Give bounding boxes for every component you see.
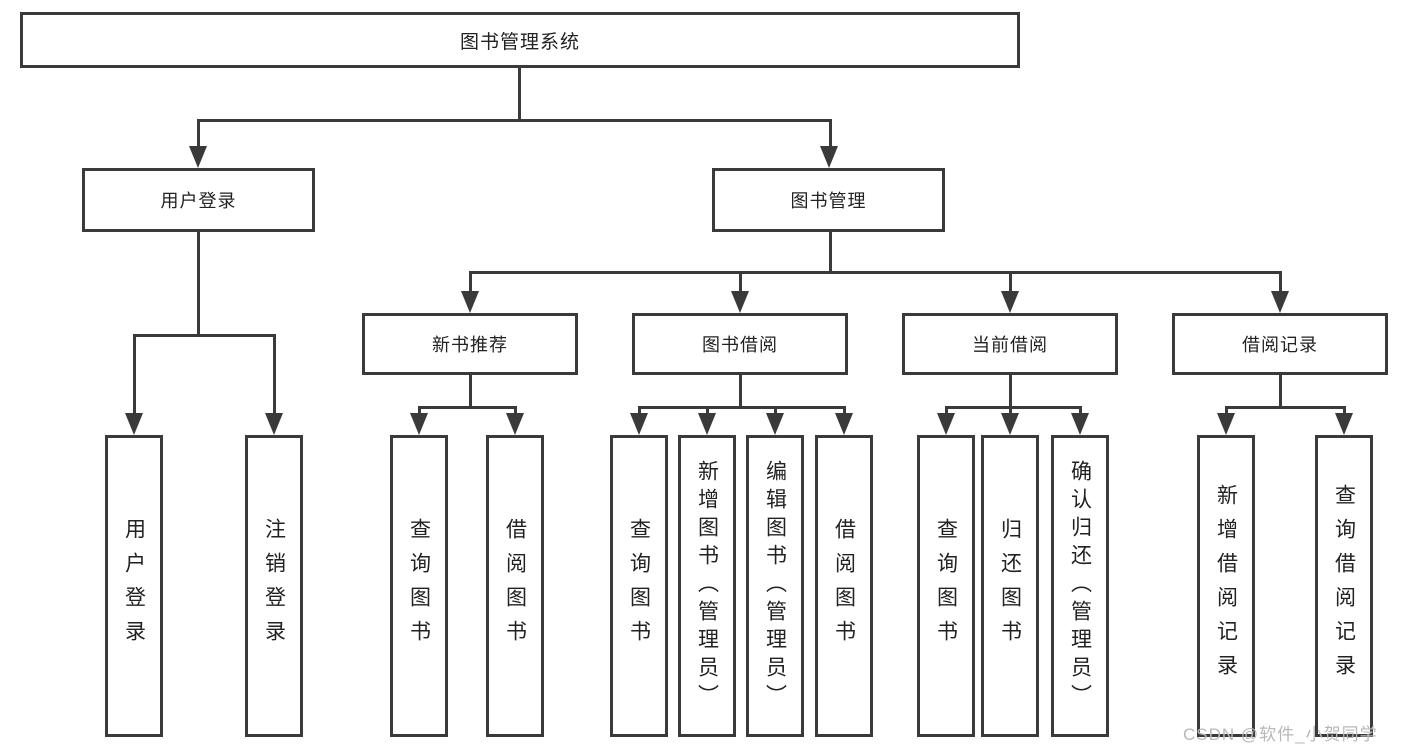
arrow-down-icon — [820, 146, 838, 168]
watermark-text: CSDN @软件_小贺同学 — [1183, 725, 1378, 744]
node-new-book-recommend-label: 新书推荐 — [432, 335, 508, 355]
node-book-management-label: 图书管理 — [790, 191, 867, 211]
arrow-down-icon — [766, 413, 784, 435]
arrow-down-icon — [265, 413, 283, 435]
leaf-logout-label: 注销登录 — [262, 518, 286, 654]
leaf-return-books: 归还图书 — [981, 435, 1039, 737]
arrow-down-icon — [937, 413, 955, 435]
connector-segment — [706, 406, 709, 416]
leaf-borrow-books-borrow-label: 借阅图书 — [832, 518, 856, 654]
connector-segment — [469, 375, 472, 409]
arrow-down-icon — [1001, 413, 1019, 435]
connector-segment — [418, 406, 421, 416]
connector-segment — [945, 406, 948, 416]
leaf-add-borrow-record-label: 新增借阅记录 — [1214, 484, 1238, 688]
connector-segment — [739, 375, 742, 409]
leaf-query-books-recommend: 查询图书 — [390, 435, 448, 737]
node-book-borrow: 图书借阅 — [632, 313, 848, 375]
connector-segment — [1343, 406, 1346, 416]
connector-segment — [273, 334, 276, 416]
connector-segment — [638, 406, 846, 409]
leaf-user-login: 用户登录 — [105, 435, 163, 737]
node-book-management: 图书管理 — [712, 168, 945, 232]
leaf-query-borrow-record: 查询借阅记录 — [1315, 435, 1373, 737]
connector-segment — [945, 406, 1082, 409]
connector-segment — [638, 406, 641, 416]
arrow-down-icon — [630, 413, 648, 435]
node-current-borrow: 当前借阅 — [902, 313, 1118, 375]
leaf-confirm-return-admin: 确认归还（管理员） — [1051, 435, 1109, 737]
connector-segment — [1079, 406, 1082, 416]
leaf-query-books-borrow-label: 查询图书 — [627, 518, 651, 654]
leaf-return-books-label: 归还图书 — [998, 518, 1022, 654]
arrow-down-icon — [731, 291, 749, 313]
connector-segment — [197, 119, 832, 122]
arrow-down-icon — [1001, 291, 1019, 313]
leaf-add-books-admin: 新增图书（管理员） — [678, 435, 736, 737]
leaf-edit-books-admin: 编辑图书（管理员） — [746, 435, 804, 737]
watermark: CSDN @软件_小贺同学 — [1183, 720, 1378, 745]
node-borrow-records: 借阅记录 — [1172, 313, 1388, 375]
leaf-confirm-return-admin-label: 确认归还（管理员） — [1068, 460, 1092, 712]
leaf-query-borrow-record-label: 查询借阅记录 — [1332, 484, 1356, 688]
connector-segment — [829, 232, 832, 274]
arrow-down-icon — [1335, 413, 1353, 435]
node-root-label: 图书管理系统 — [459, 31, 580, 53]
connector-segment — [843, 406, 846, 416]
arrow-down-icon — [189, 146, 207, 168]
leaf-query-books-borrow: 查询图书 — [610, 435, 668, 737]
arrow-down-icon — [506, 413, 524, 435]
connector-segment — [518, 68, 521, 121]
leaf-user-login-label: 用户登录 — [122, 518, 146, 654]
leaf-query-books-recommend-label: 查询图书 — [407, 518, 431, 654]
arrow-down-icon — [1071, 413, 1089, 435]
arrow-down-icon — [125, 413, 143, 435]
node-new-book-recommend: 新书推荐 — [362, 313, 578, 375]
leaf-add-borrow-record: 新增借阅记录 — [1197, 435, 1255, 737]
node-user-login-label: 用户登录 — [160, 191, 237, 211]
connector-segment — [1009, 271, 1012, 295]
connector-segment — [418, 406, 517, 409]
leaf-query-books-current-label: 查询图书 — [934, 518, 958, 654]
connector-segment — [133, 334, 136, 416]
connector-segment — [1009, 375, 1012, 409]
node-user-login: 用户登录 — [82, 168, 315, 232]
arrow-down-icon — [461, 291, 479, 313]
arrow-down-icon — [835, 413, 853, 435]
leaf-logout: 注销登录 — [245, 435, 303, 737]
connector-segment — [1279, 375, 1282, 409]
node-root: 图书管理系统 — [20, 12, 1020, 68]
arrow-down-icon — [410, 413, 428, 435]
connector-segment — [1009, 406, 1012, 416]
arrow-down-icon — [698, 413, 716, 435]
arrow-down-icon — [1271, 291, 1289, 313]
node-current-borrow-label: 当前借阅 — [972, 335, 1048, 355]
leaf-borrow-books-recommend-label: 借阅图书 — [503, 518, 527, 654]
connector-segment — [133, 334, 276, 337]
arrow-down-icon — [1217, 413, 1235, 435]
leaf-borrow-books-recommend: 借阅图书 — [486, 435, 544, 737]
connector-segment — [469, 271, 1282, 274]
leaf-add-books-admin-label: 新增图书（管理员） — [695, 460, 719, 712]
connector-segment — [1279, 271, 1282, 295]
node-borrow-records-label: 借阅记录 — [1242, 335, 1318, 355]
leaf-borrow-books-borrow: 借阅图书 — [815, 435, 873, 737]
node-book-borrow-label: 图书借阅 — [702, 335, 778, 355]
connector-segment — [774, 406, 777, 416]
connector-segment — [1225, 406, 1346, 409]
connector-segment — [739, 271, 742, 295]
connector-segment — [197, 119, 200, 148]
connector-segment — [469, 271, 472, 295]
connector-segment — [1225, 406, 1228, 416]
connector-segment — [829, 119, 832, 148]
connector-segment — [197, 232, 200, 337]
leaf-query-books-current: 查询图书 — [917, 435, 975, 737]
leaf-edit-books-admin-label: 编辑图书（管理员） — [763, 460, 787, 712]
connector-segment — [514, 406, 517, 416]
